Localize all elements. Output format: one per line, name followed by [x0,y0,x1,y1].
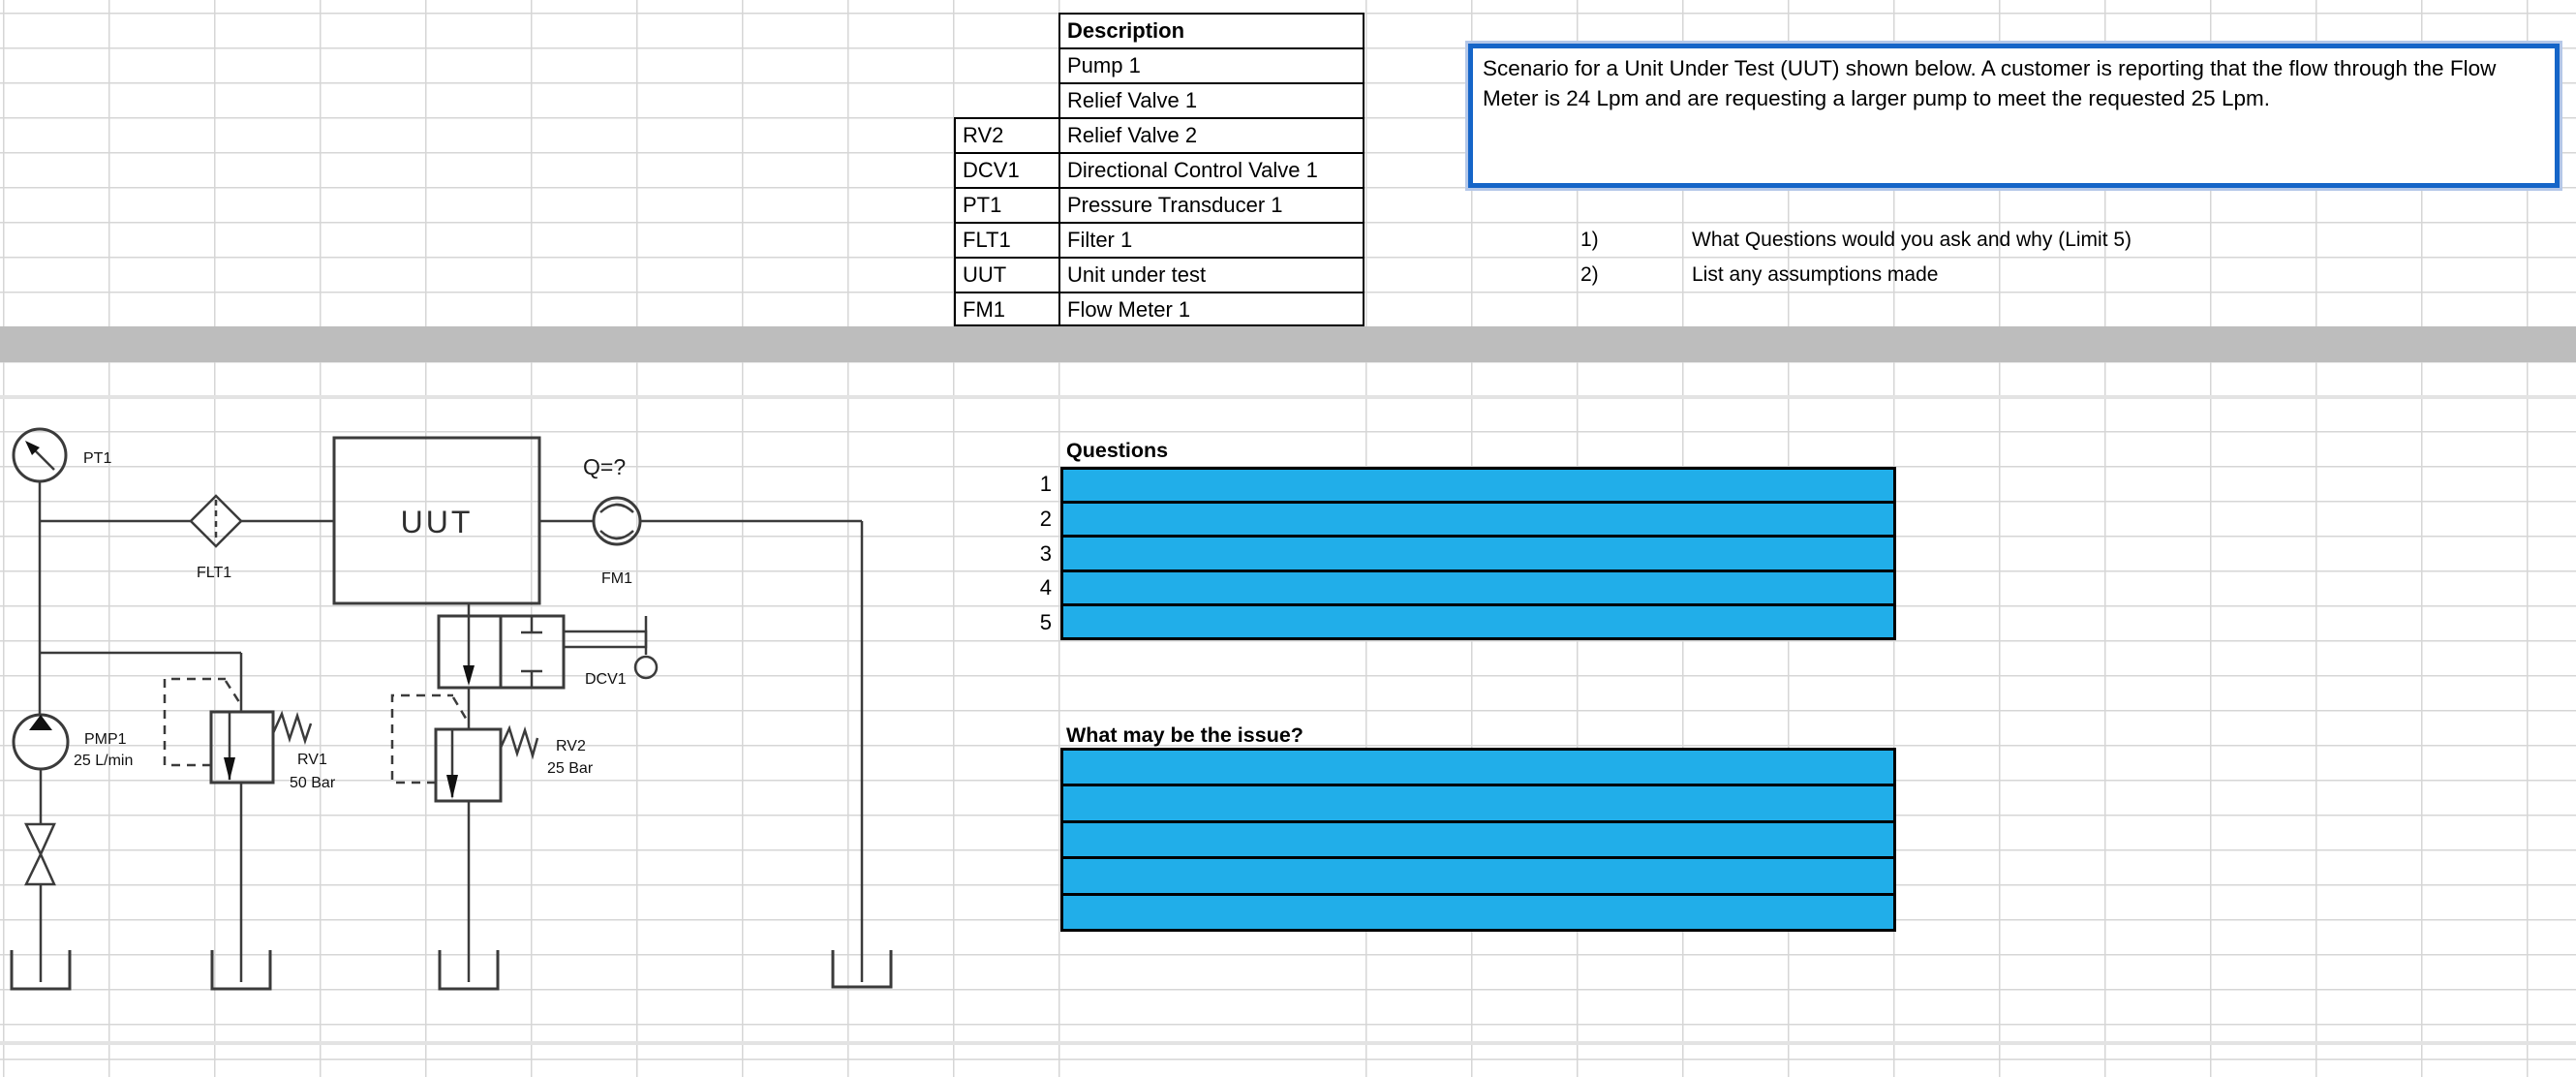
filter-icon [189,494,243,548]
row-number: 3 [1039,540,1052,566]
dcv-roller-icon [633,655,659,680]
legend-code-cell[interactable]: UUT [954,257,1058,292]
rv1-setting-label: 50 Bar [290,775,336,791]
flt1-label: FLT1 [197,565,231,581]
legend-code-cell[interactable]: FM1 [954,292,1058,326]
task-number: 1) [1580,229,1599,251]
rv1-spring-icon [271,710,313,746]
issue-answer-table [1060,748,1896,932]
rv1-label: RV1 [297,752,327,768]
row-number: 2 [1039,506,1052,531]
rv2-body [434,727,503,803]
table-row: Relief Valve 1 [954,82,1365,117]
flow-meter-arc [599,530,634,540]
dcv-blocked-port [521,616,542,634]
scenario-textbox[interactable]: Scenario for a Unit Under Test (UUT) sho… [1465,41,2562,191]
shutoff-valve-icon [24,822,56,857]
task-text: List any assumptions made [1692,263,1939,286]
pmp1-flow-label: 25 L/min [74,753,133,769]
flow-arrowhead [446,775,458,799]
component-legend-table: Description Pump 1 Relief Valve 1 RV2 Re… [954,13,1365,326]
grid-heavy-line [0,395,2576,399]
rv2-spring-icon [499,724,539,760]
pressure-gauge-icon [12,427,68,483]
legend-desc-cell[interactable]: Pump 1 [1058,47,1365,82]
rv2-label: RV2 [556,738,586,754]
dcv1-label: DCV1 [585,671,627,688]
uut-label: UUT [401,505,474,539]
legend-code-cell[interactable]: FLT1 [954,222,1058,257]
rv1-pilot-line [163,677,243,767]
answer-row[interactable] [1063,751,1893,787]
row-number: 4 [1039,575,1052,600]
shutoff-valve-icon [24,851,56,886]
issue-title: What may be the issue? [1066,723,1303,747]
questions-answer-table [1060,467,1896,640]
flow-meter-icon [592,496,642,546]
legend-code-cell[interactable]: PT1 [954,187,1058,222]
legend-desc-cell[interactable]: Directional Control Valve 1 [1058,152,1365,187]
table-row: FM1 Flow Meter 1 [954,292,1365,326]
tank-icon [210,950,272,991]
legend-desc-cell[interactable]: Flow Meter 1 [1058,292,1365,326]
answer-row[interactable] [1063,895,1893,930]
grid-heavy-line [0,1041,2576,1045]
flow-meter-arc [599,503,634,513]
task-number: 2) [1580,263,1599,286]
question-row-numbers: 1 2 3 4 5 [986,467,1052,640]
table-row: Pump 1 [954,47,1365,82]
legend-desc-cell[interactable]: Filter 1 [1058,222,1365,257]
task-text: What Questions would you ask and why (Li… [1692,229,2132,251]
gauge-needle-arrowhead [25,441,40,455]
table-row: Description [954,13,1365,47]
answer-row[interactable] [1063,605,1893,638]
legend-code-cell[interactable]: DCV1 [954,152,1058,187]
tank-icon [10,950,72,991]
row-number: 1 [1039,472,1052,496]
flow-arrowhead [224,757,235,781]
legend-code-cell[interactable]: RV2 [954,117,1058,152]
answer-row[interactable] [1063,470,1893,505]
table-row: PT1 Pressure Transducer 1 [954,187,1365,222]
flow-arrowhead [463,665,475,686]
answer-row[interactable] [1063,504,1893,538]
grid-column-lines-left [3,0,1062,1077]
dcv-actuator-rod [562,630,648,649]
questions-title: Questions [1066,439,1169,462]
gray-divider-band [0,326,2576,362]
legend-desc-cell[interactable]: Pressure Transducer 1 [1058,187,1365,222]
legend-desc-cell[interactable]: Relief Valve 2 [1058,117,1365,152]
dcv-blocked-port [521,669,542,688]
tank-icon [438,950,500,991]
pipe [40,651,243,711]
legend-desc-cell[interactable]: Unit under test [1058,257,1365,292]
table-row: FLT1 Filter 1 [954,222,1365,257]
table-row: RV2 Relief Valve 2 [954,117,1365,152]
answer-row[interactable] [1063,786,1893,823]
flow-question-label: Q=? [583,454,626,479]
answer-row[interactable] [1063,822,1893,860]
legend-header-cell[interactable]: Description [1058,13,1365,47]
rv1-body [209,710,275,785]
row-number: 5 [1039,610,1052,635]
pump-direction-triangle [29,715,52,730]
pt1-label: PT1 [83,450,111,467]
table-row: UUT Unit under test [954,257,1365,292]
uut-box [332,436,541,605]
answer-row[interactable] [1063,571,1893,606]
answer-row[interactable] [1063,859,1893,896]
rv2-setting-label: 25 Bar [547,760,594,777]
tank-icon [831,950,893,989]
answer-row[interactable] [1063,538,1893,572]
pmp1-label: PMP1 [84,731,127,748]
table-row: DCV1 Directional Control Valve 1 [954,152,1365,187]
rv2-pilot-line [390,693,470,785]
fm1-label: FM1 [601,570,632,587]
legend-desc-cell[interactable]: Relief Valve 1 [1058,82,1365,117]
